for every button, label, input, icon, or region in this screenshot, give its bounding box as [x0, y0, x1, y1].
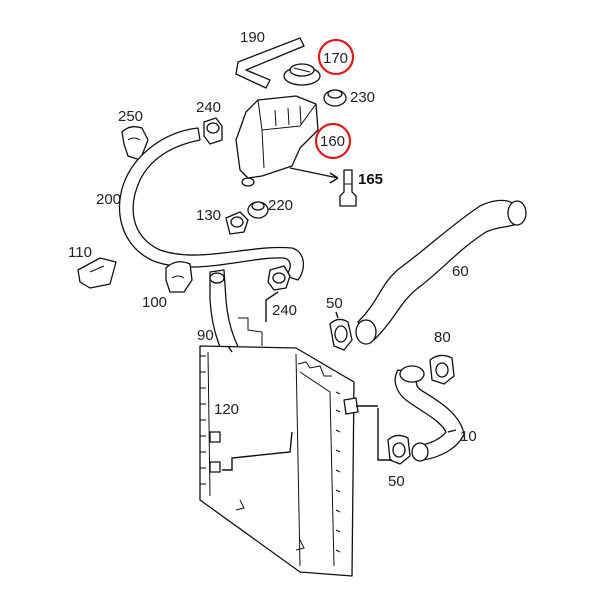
callout-80: 80 — [434, 329, 451, 346]
lower-radiator-hose-part-10[interactable] — [394, 365, 465, 462]
bracket-part-110[interactable] — [77, 257, 117, 289]
hose-clamp-part-240-lower[interactable] — [267, 265, 291, 291]
seal-part-220[interactable] — [247, 201, 269, 219]
callout-200: 200 — [96, 191, 121, 208]
level-sensor-part-165[interactable] — [339, 169, 357, 207]
leader-arrow-165 — [329, 172, 339, 184]
callout-120: 120 — [214, 401, 239, 418]
callout-10: 10 — [460, 428, 477, 445]
highlight-circle-170 — [317, 38, 355, 76]
upper-radiator-hose-part-60[interactable] — [355, 199, 527, 345]
leader-line-10 — [447, 429, 457, 433]
callout-240-top: 240 — [196, 99, 221, 116]
hose-clamp-part-80[interactable] — [429, 354, 455, 385]
hose-clamp-part-100[interactable] — [165, 261, 193, 293]
callout-110: 110 — [68, 244, 92, 261]
callout-60: 60 — [452, 263, 469, 280]
callout-90: 90 — [197, 327, 214, 344]
hose-clamp-part-240-top[interactable] — [203, 117, 223, 145]
callout-220: 220 — [268, 197, 293, 214]
callout-250: 250 — [118, 108, 143, 125]
callout-100: 100 — [142, 294, 167, 311]
leader-line-165 — [289, 167, 339, 179]
callout-130: 130 — [196, 207, 221, 224]
leader-line-50b — [377, 408, 392, 461]
highlight-circle-160 — [314, 122, 352, 160]
cap-seal-part-230[interactable] — [323, 89, 347, 107]
expansion-tank-part-160[interactable] — [235, 95, 319, 187]
callout-170: 170 — [323, 50, 348, 67]
leader-line-radiator-left — [222, 431, 293, 471]
callout-50-upper: 50 — [326, 295, 343, 312]
callout-240-lower: 240 — [272, 302, 297, 319]
callout-165: 165 — [358, 171, 383, 188]
hose-clamp-part-250[interactable] — [121, 126, 149, 161]
radiator-cap-part-170[interactable] — [283, 63, 321, 86]
leader-line-50a — [335, 311, 339, 319]
hose-clamp-part-50-lower[interactable] — [387, 434, 411, 465]
callout-230: 230 — [350, 89, 375, 106]
radiator[interactable] — [199, 317, 359, 577]
callout-190: 190 — [240, 29, 265, 46]
connector-part-130[interactable] — [225, 211, 249, 235]
leader-line-90 — [227, 345, 233, 353]
leader-line-240b — [265, 291, 279, 322]
callout-160: 160 — [320, 133, 345, 150]
bleed-hose-part-190[interactable] — [235, 37, 305, 89]
hose-clamp-part-50-upper[interactable] — [329, 318, 353, 351]
callout-50-lower: 50 — [388, 473, 405, 490]
